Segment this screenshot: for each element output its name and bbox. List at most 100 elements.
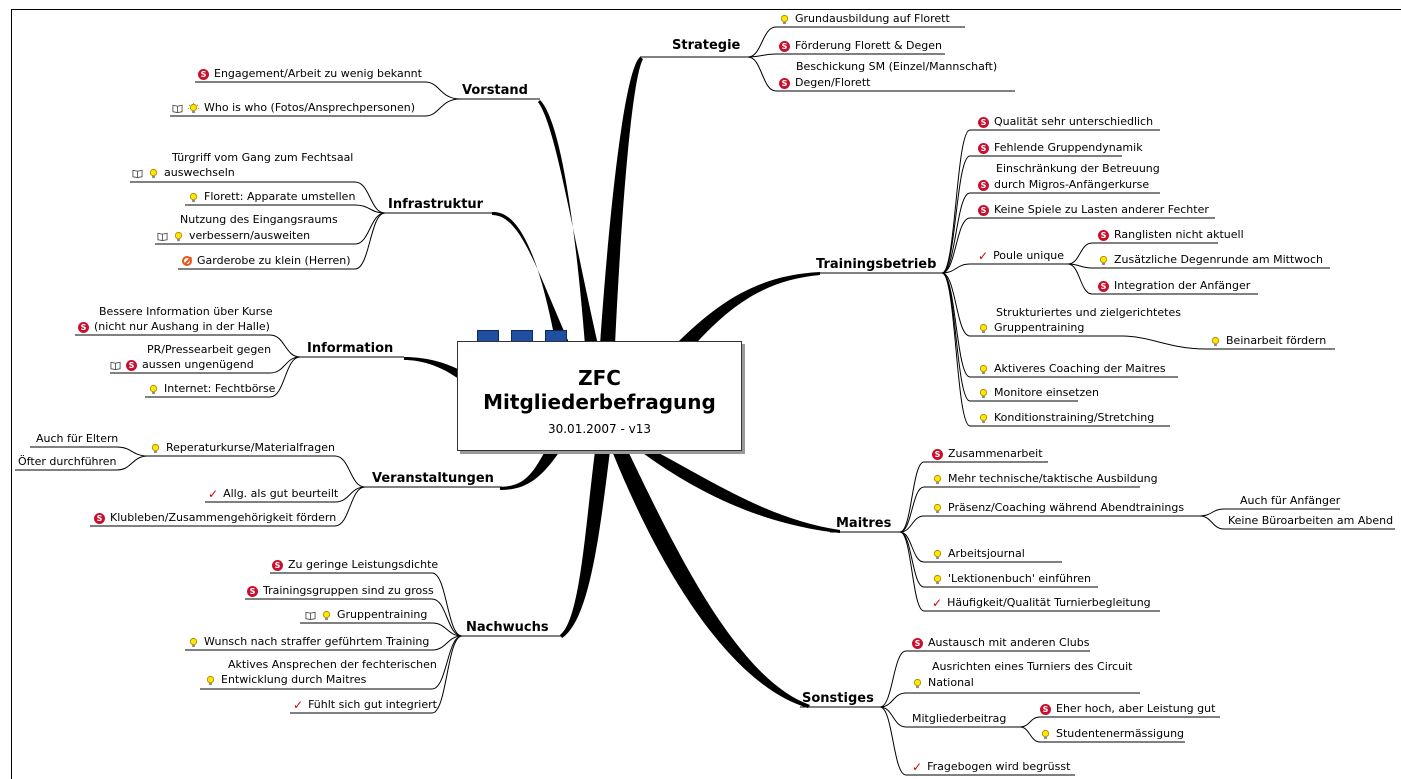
connector-veranstaltungen: [500, 451, 560, 490]
topic-strategie-3[interactable]: S Degen/Florett: [779, 76, 870, 89]
topic-nachwuchs-6[interactable]: ✓Fühlt sich gut integriert: [293, 698, 437, 712]
topic-label: Florett: Apparate umstellen: [204, 190, 356, 203]
topic-maitres-2[interactable]: Mehr technische/taktische Ausbildung: [932, 472, 1158, 485]
topic-training-6[interactable]: Aktiveres Coaching der Maitres: [978, 362, 1166, 375]
red-s-icon: S: [1098, 229, 1109, 241]
topic-infrastruktur-4[interactable]: Garderobe zu klein (Herren): [182, 254, 351, 267]
branch-infrastruktur[interactable]: Infrastruktur: [388, 197, 484, 212]
connector-vorstand: [538, 100, 598, 345]
topic-maitres-6[interactable]: ✓Häufigkeit/Qualität Turnierbegleitung: [932, 596, 1151, 610]
topic-label: Eher hoch, aber Leistung gut: [1056, 702, 1216, 715]
red-s-icon: S: [1040, 703, 1051, 715]
topic-maitres-buero[interactable]: Keine Büroarbeiten am Abend: [1228, 514, 1393, 527]
topic-training-poule[interactable]: ✓Poule unique: [978, 249, 1064, 263]
red-s-icon: S: [978, 179, 989, 191]
topic-veranstaltungen-oefter[interactable]: Öfter durchführen: [18, 455, 117, 468]
checkmark-icon: ✓: [932, 595, 943, 610]
topic-veranstaltungen-eltern[interactable]: Auch für Eltern: [36, 432, 118, 445]
topic-label: Garderobe zu klein (Herren): [197, 254, 351, 267]
topic-training-3a: Einschränkung der Betreuung: [996, 162, 1160, 175]
topic-training-bein[interactable]: Beinarbeit fördern: [1210, 334, 1326, 347]
topic-nachwuchs-3[interactable]: Gruppentraining: [305, 608, 427, 621]
topic-label: Türgriff vom Gang zum Fechtsaal: [172, 151, 354, 164]
topic-training-degen[interactable]: Zusätzliche Degenrunde am Mittwoch: [1098, 253, 1323, 266]
topic-maitres-3[interactable]: Präsenz/Coaching während Abendtrainings: [932, 501, 1184, 514]
topic-label: Mehr technische/taktische Ausbildung: [948, 472, 1158, 485]
topic-label: Beschickung SM (Einzel/Mannschaft): [796, 60, 998, 73]
topic-label: Arbeitsjournal: [948, 547, 1025, 560]
red-s-icon: S: [779, 77, 790, 89]
topic-infrastruktur-2[interactable]: Florett: Apparate umstellen: [188, 190, 355, 203]
topic-veranstaltungen-1[interactable]: Reperaturkurse/Materialfragen: [150, 441, 335, 454]
topic-label: Öfter durchführen: [18, 455, 117, 468]
topic-training-5[interactable]: Gruppentraining: [978, 321, 1084, 334]
branch-nachwuchs[interactable]: Nachwuchs: [466, 620, 549, 635]
light-bulb-icon: [933, 549, 942, 559]
topic-infrastruktur-3[interactable]: verbessern/ausweiten: [157, 229, 310, 242]
topic-vorstand-2[interactable]: Who is who (Fotos/Ansprechpersonen): [172, 101, 415, 114]
topic-nachwuchs-5[interactable]: Entwicklung durch Maitres: [205, 673, 366, 686]
topic-label: Aktiveres Coaching der Maitres: [994, 362, 1166, 375]
branch-trainingsbetrieb[interactable]: Trainingsbetrieb: [816, 257, 937, 272]
branch-sonstiges[interactable]: Sonstiges: [802, 691, 874, 706]
topic-label: aussen ungenügend: [142, 358, 254, 371]
topic-label: Ranglisten nicht aktuell: [1114, 228, 1244, 241]
light-bulb-icon: [174, 231, 183, 241]
topic-label: Allg. als gut beurteilt: [223, 487, 339, 500]
branch-veranstaltungen[interactable]: Veranstaltungen: [372, 471, 494, 486]
book-icon: [157, 232, 168, 241]
topic-strategie-1[interactable]: Grundausbildung auf Florett: [779, 12, 950, 25]
topic-training-rang[interactable]: S Ranglisten nicht aktuell: [1098, 228, 1244, 241]
branch-maitres[interactable]: Maitres: [836, 516, 892, 531]
topic-label: Degen/Florett: [795, 76, 871, 89]
topic-nachwuchs-4[interactable]: Wunsch nach straffer geführtem Training: [188, 635, 429, 648]
light-bulb-icon: [189, 637, 198, 647]
topic-label: Mitgliederbeitrag: [912, 712, 1007, 725]
topic-sonstiges-hoch[interactable]: S Eher hoch, aber Leistung gut: [1040, 702, 1215, 715]
topic-sonstiges-2[interactable]: National: [912, 676, 974, 689]
light-bulb-icon: [1099, 255, 1108, 265]
topic-sonstiges-3[interactable]: ✓Fragebogen wird begrüsst: [912, 760, 1070, 774]
red-s-icon: S: [126, 359, 137, 371]
topic-maitres-5[interactable]: 'Lektionenbuch' einführen: [932, 572, 1091, 585]
topic-label: Auch für Anfänger: [1240, 494, 1341, 507]
topic-veranstaltungen-2[interactable]: ✓ Allg. als gut beurteilt: [208, 487, 338, 501]
branch-vorstand[interactable]: Vorstand: [462, 83, 528, 98]
topic-label: Integration der Anfänger: [1114, 279, 1251, 292]
topic-information-3[interactable]: Internet: Fechtbörse: [148, 382, 275, 395]
topic-training-7[interactable]: Monitore einsetzen: [978, 386, 1099, 399]
topic-maitres-4[interactable]: Arbeitsjournal: [932, 547, 1025, 560]
topic-infrastruktur-1a: Türgriff vom Gang zum Fechtsaal: [172, 151, 353, 164]
topic-label: Grundausbildung auf Florett: [795, 12, 950, 25]
topic-label: Keine Spiele zu Lasten anderer Fechter: [994, 203, 1209, 216]
topic-maitres-anfaenger[interactable]: Auch für Anfänger: [1240, 494, 1340, 507]
checkmark-icon: ✓: [208, 486, 219, 501]
topic-infrastruktur-1[interactable]: auswechseln: [132, 166, 235, 179]
central-topic[interactable]: ZFC Mitgliederbefragung 30.01.2007 - v13: [457, 341, 742, 451]
topic-label: Internet: Fechtbörse: [164, 382, 276, 395]
branch-information[interactable]: Information: [307, 341, 394, 356]
light-bulb-icon: [188, 102, 199, 113]
light-bulb-icon: [189, 192, 198, 202]
light-bulb-icon: [979, 388, 988, 398]
connector-trainingsbetrieb: [675, 272, 820, 350]
topic-sonstiges-beitrag[interactable]: Mitgliederbeitrag: [912, 712, 1006, 725]
topic-information-1[interactable]: S(nicht nur Aushang in der Halle): [78, 320, 270, 333]
branch-strategie[interactable]: Strategie: [672, 38, 741, 53]
topic-training-8[interactable]: Konditionstraining/Stretching: [978, 411, 1154, 424]
red-s-icon: S: [247, 585, 258, 597]
topic-sonstiges-studenten[interactable]: Studentenermässigung: [1040, 727, 1184, 740]
